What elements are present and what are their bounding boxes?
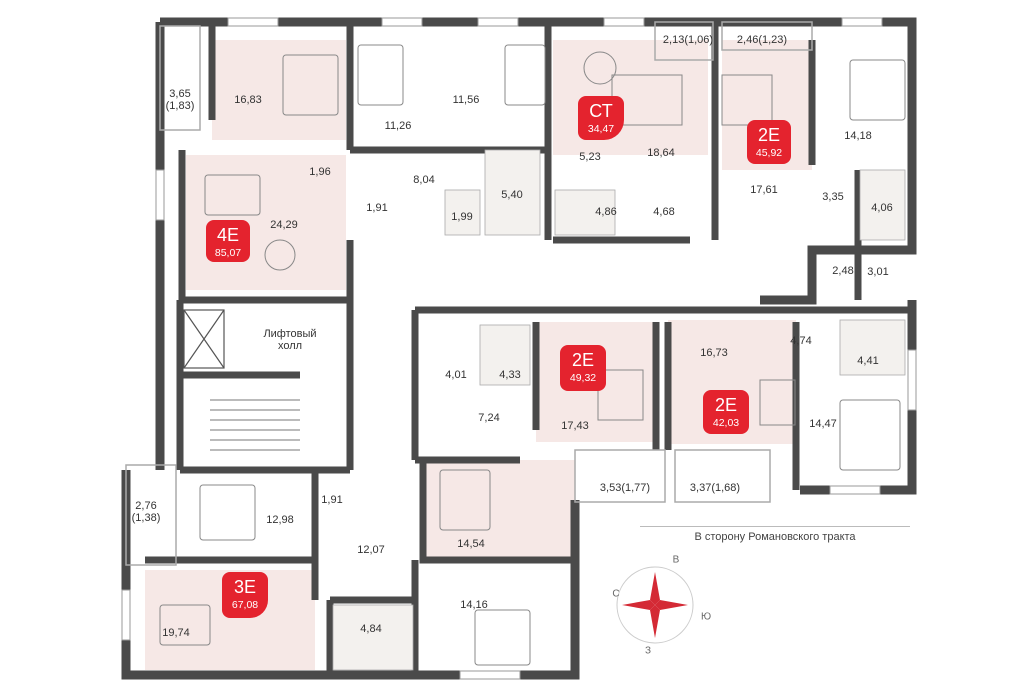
- compass-rose: [616, 566, 694, 644]
- room-area: 8,04: [413, 173, 435, 186]
- unit-type: СТ: [589, 101, 613, 121]
- room-area: 16,83: [234, 93, 262, 106]
- unit-area: 42,03: [712, 417, 740, 429]
- room-area: 2,48: [832, 264, 854, 277]
- room-area: 14,16: [460, 598, 488, 611]
- room-area: 7,24: [478, 411, 500, 424]
- interior-walls: [145, 22, 912, 675]
- room-area: 3,53(1,77): [599, 481, 651, 494]
- room-area: 18,64: [647, 146, 675, 159]
- unit-badge-st[interactable]: СТ 34,47: [578, 96, 624, 140]
- unit-badge-3e[interactable]: 3Е 67,08: [222, 572, 268, 618]
- room-area: 1,96: [309, 165, 331, 178]
- room-area: 3,35: [822, 190, 844, 203]
- unit-area: 34,47: [587, 123, 615, 135]
- room-area: 4,84: [360, 622, 382, 635]
- unit-type: 2Е: [714, 395, 738, 415]
- unit-badge-2e-middle[interactable]: 2Е 49,32: [560, 345, 606, 391]
- room-area: 4,01: [445, 368, 467, 381]
- compass-east: Ю: [700, 611, 712, 623]
- room-area: 4,68: [653, 205, 675, 218]
- room-area: 17,43: [561, 419, 589, 432]
- compass-west: С: [612, 588, 620, 600]
- elevator-shaft: [183, 309, 225, 369]
- room-area: 3,01: [867, 265, 889, 278]
- room-area: 12,07: [357, 543, 385, 556]
- room-area: 1,99: [451, 210, 473, 223]
- unit-type: 2Е: [571, 350, 595, 370]
- unit-area: 85,07: [214, 247, 242, 259]
- unit-type: 2Е: [757, 125, 781, 145]
- room-area: 4,06: [871, 201, 893, 214]
- lift-hall-label: Лифтовый холл: [263, 327, 317, 352]
- room-area: 5,40: [501, 188, 523, 201]
- room-area: 2,13(1,06): [662, 33, 714, 46]
- room-area: 4,86: [595, 205, 617, 218]
- room-area: 5,23: [579, 150, 601, 163]
- stairs: [210, 399, 300, 451]
- compass-south: З: [644, 645, 652, 657]
- direction-caption: В сторону Романовского тракта: [640, 526, 910, 543]
- unit-badge-2e-right[interactable]: 2Е 42,03: [703, 390, 749, 434]
- room-area: 1,91: [321, 493, 343, 506]
- room-area: 3,37(1,68): [689, 481, 741, 494]
- room-area: 4,41: [857, 354, 879, 367]
- unit-badge-4e[interactable]: 4Е 85,07: [206, 220, 250, 262]
- bathrooms: [332, 149, 906, 671]
- room-area: 14,54: [457, 537, 485, 550]
- room-area: 16,73: [700, 346, 728, 359]
- room-area: 2,46(1,23): [736, 33, 788, 46]
- room-area: 12,98: [266, 513, 294, 526]
- unit-area: 49,32: [569, 372, 597, 384]
- room-area: 14,18: [844, 129, 872, 142]
- room-area: 2,76 (1,38): [131, 499, 161, 524]
- unit-area: 45,92: [755, 147, 783, 159]
- room-area: 11,26: [384, 119, 412, 132]
- room-area: 1,91: [366, 201, 388, 214]
- room-area: 11,56: [452, 93, 480, 106]
- room-area: 3,65 (1,83): [165, 87, 195, 112]
- balconies: [125, 21, 813, 566]
- room-area: 4,74: [790, 334, 812, 347]
- room-area: 14,47: [809, 417, 837, 430]
- windows: [121, 17, 917, 680]
- room-area: 19,74: [162, 626, 190, 639]
- unit-type: 4Е: [216, 225, 240, 245]
- room-area: 4,33: [499, 368, 521, 381]
- unit-badge-2e-top[interactable]: 2Е 45,92: [747, 120, 791, 164]
- unit-area: 67,08: [231, 599, 259, 611]
- compass-north: В: [672, 554, 680, 566]
- unit-type: 3Е: [233, 577, 257, 597]
- room-area: 17,61: [750, 183, 778, 196]
- room-area: 24,29: [270, 218, 298, 231]
